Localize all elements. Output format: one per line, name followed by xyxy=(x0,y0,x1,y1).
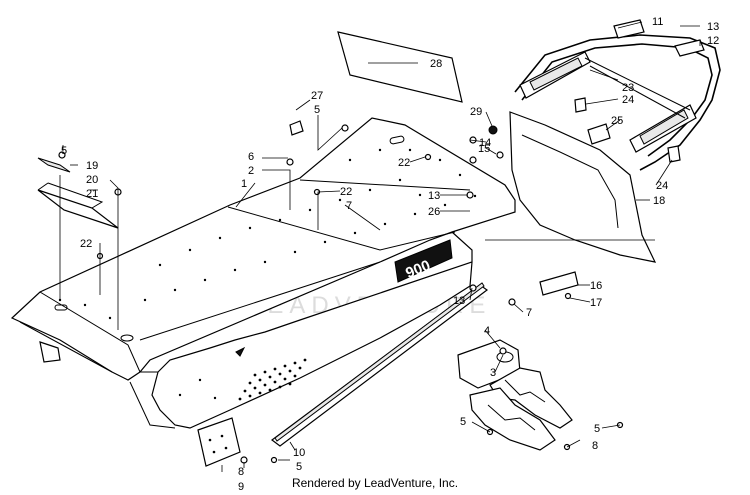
mud-flap xyxy=(509,111,657,263)
callout-26: 26 xyxy=(428,206,440,218)
callout-labels: 1 2 3 4 5 5 5 5 5 6 7 7 8 8 9 10 11 12 1… xyxy=(61,16,719,493)
callout-8a: 8 xyxy=(238,466,244,478)
plate-part-9 xyxy=(197,417,241,467)
callout-16: 16 xyxy=(590,280,602,292)
callout-22a: 22 xyxy=(80,238,92,250)
callout-15: 15 xyxy=(478,143,490,155)
callout-28: 28 xyxy=(430,58,442,70)
rear-bumper xyxy=(514,34,721,171)
callout-8b: 8 xyxy=(592,440,598,452)
decal-part-28 xyxy=(337,31,463,103)
callout-5b: 5 xyxy=(314,104,320,116)
leader-lines xyxy=(59,21,701,472)
callout-20: 20 xyxy=(86,174,98,186)
callout-5c: 5 xyxy=(296,461,302,473)
callout-14: 14 xyxy=(479,137,491,149)
strap-part-19 xyxy=(37,157,71,173)
emblem-900: 900 xyxy=(394,239,453,283)
callout-29: 29 xyxy=(470,106,482,118)
callout-17: 17 xyxy=(590,297,602,309)
callout-13c: 13 xyxy=(453,295,465,307)
callout-12: 12 xyxy=(707,35,719,47)
callout-23: 23 xyxy=(622,82,634,94)
tunnel-deck: 900 xyxy=(10,117,516,429)
callout-5d: 5 xyxy=(460,416,466,428)
callout-7a: 7 xyxy=(346,200,352,212)
callout-9: 9 xyxy=(238,481,244,493)
callout-5e: 5 xyxy=(594,423,600,435)
callout-18: 18 xyxy=(653,195,665,207)
callout-1: 1 xyxy=(241,178,247,190)
bracket-part-21 xyxy=(37,182,119,229)
callout-22b: 22 xyxy=(398,157,410,169)
callout-22c: 22 xyxy=(340,186,352,198)
callout-13a: 13 xyxy=(707,21,719,33)
callout-19: 19 xyxy=(86,160,98,172)
callout-13b: 13 xyxy=(428,190,440,202)
callout-27: 27 xyxy=(311,90,323,102)
callout-2: 2 xyxy=(248,165,254,177)
plate-part-27 xyxy=(289,120,304,136)
callout-6: 6 xyxy=(248,151,254,163)
callout-21: 21 xyxy=(86,188,98,200)
side-rail xyxy=(270,282,489,447)
rear-brackets xyxy=(457,339,573,451)
callout-11: 11 xyxy=(652,16,663,28)
callout-3: 3 xyxy=(490,367,496,379)
callout-10: 10 xyxy=(293,447,305,459)
render-caption: Rendered by LeadVenture, Inc. xyxy=(291,476,459,490)
callout-5a: 5 xyxy=(61,145,67,157)
callout-4: 4 xyxy=(484,325,490,337)
callout-24b: 24 xyxy=(656,180,668,192)
callout-24a: 24 xyxy=(622,94,634,106)
callout-7b: 7 xyxy=(526,307,532,319)
callout-25: 25 xyxy=(611,115,623,127)
